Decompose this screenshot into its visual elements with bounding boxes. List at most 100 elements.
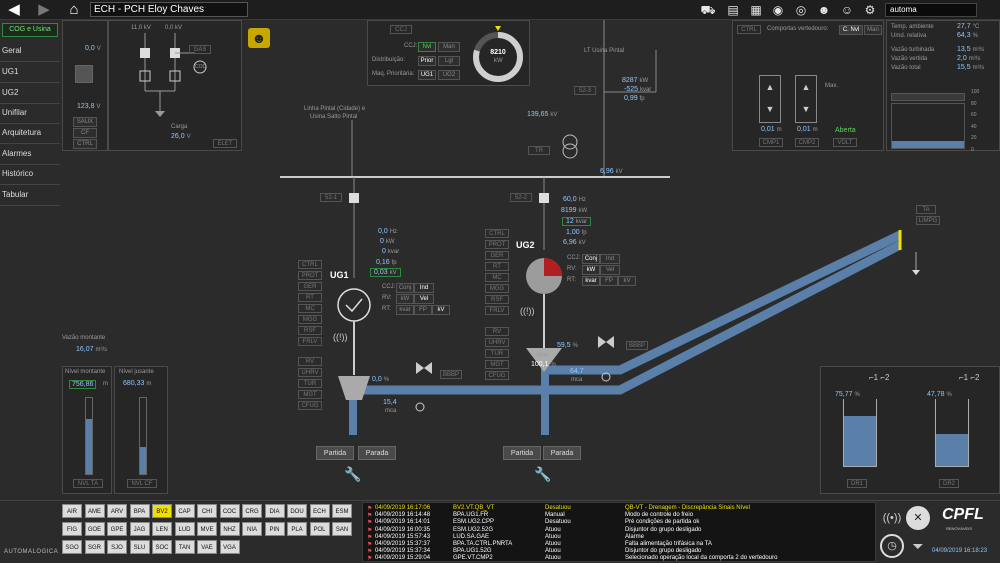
ug1-rt-fp[interactable]: FP [414, 305, 432, 315]
dr2-tag[interactable]: DR2 [939, 479, 959, 488]
forward-arrow-icon[interactable]: ▶ [38, 1, 50, 18]
site-button-ech[interactable]: ECH [309, 504, 330, 518]
ug2-wrench-icon[interactable]: 🔧 [534, 466, 552, 482]
site-button-bpa[interactable]: BPA [129, 504, 150, 518]
ta-tag[interactable]: TA [916, 205, 936, 214]
ug1-partida-button[interactable]: Partida [316, 446, 354, 460]
ug2-frlv-tag[interactable]: FRLV [485, 306, 509, 315]
ug2-rv-tag[interactable]: RV [485, 327, 509, 336]
site-button-dia[interactable]: DIA [264, 504, 285, 518]
ug2-ccj-ind[interactable]: Ind [600, 254, 620, 264]
tr-tag[interactable]: TR [528, 146, 550, 155]
cog-badge[interactable]: COG e Usina [2, 23, 58, 37]
user-field[interactable]: automa [885, 3, 977, 17]
site-button-ame[interactable]: AME [84, 504, 105, 518]
ug1-rv-tag[interactable]: RV [298, 357, 322, 366]
ug2-rt-tag[interactable]: RT [485, 262, 509, 271]
ug2-prot-tag[interactable]: PROT [485, 240, 509, 249]
site-button-esm[interactable]: ESM [332, 504, 352, 518]
sidebar-item-ug1[interactable]: UG1 [2, 67, 19, 76]
site-button-nhz[interactable]: NHZ [219, 522, 240, 536]
gate-2-control[interactable]: ▲▼ [795, 75, 817, 123]
ug2-rv-kw[interactable]: kW [582, 265, 600, 275]
site-button-vae[interactable]: VAE [197, 540, 217, 554]
ug2-rt-fp[interactable]: FP [600, 276, 618, 286]
ug2-partida-button[interactable]: Partida [503, 446, 541, 460]
ccj-nvl-button[interactable]: Nvl [418, 42, 436, 52]
ug1-uhrv-tag[interactable]: UHRV [298, 368, 322, 377]
ug1-mc-tag[interactable]: MC [298, 304, 322, 313]
ug2-mc-tag[interactable]: MC [485, 273, 509, 282]
ug1-parada-button[interactable]: Parada [358, 446, 396, 460]
ug2-cfug-tag[interactable]: CFUG [485, 371, 509, 380]
ug1-rv-vel[interactable]: Vel [414, 294, 434, 304]
dr2-pump-icon[interactable]: ⌐1 ⌐2 [959, 373, 980, 382]
sidebar-item-unifilar[interactable]: Unifilar [2, 108, 27, 117]
site-button-nia[interactable]: NIA [242, 522, 262, 536]
eye-icon[interactable]: ◎ [795, 3, 807, 17]
ug2-rt-kv[interactable]: kV [618, 276, 636, 286]
ug1-rt-kvar[interactable]: kvar [396, 305, 414, 315]
nvl-ta-tag[interactable]: NVL TA [73, 479, 103, 488]
site-button-pin[interactable]: PIN [264, 522, 285, 536]
dr1-pump-icon[interactable]: ⌐1 ⌐2 [869, 373, 890, 382]
ug1-mgg-tag[interactable]: MGG [298, 315, 322, 324]
ug1-wrench-icon[interactable]: 🔧 [344, 466, 362, 482]
home-icon[interactable]: ⌂ [69, 1, 79, 18]
site-button-pla[interactable]: PLA [287, 522, 307, 536]
site-button-tan[interactable]: TAN [174, 540, 195, 554]
site-button-slu[interactable]: SLU [129, 540, 150, 554]
breaker-52-3-tag[interactable]: 52-3 [574, 86, 596, 95]
ug1-frlv-tag[interactable]: FRLV [298, 337, 322, 346]
dist-prior-button[interactable]: Prior [418, 56, 436, 66]
spill-ctrl-tag[interactable]: CTRL [737, 25, 761, 34]
sidebar-item-arquitetura[interactable]: Arquitetura [2, 128, 42, 137]
spill-man-button[interactable]: Man [864, 25, 882, 35]
user-outline-icon[interactable]: ☺ [840, 3, 854, 17]
elet-tag[interactable]: ELET [213, 139, 237, 148]
ug2-parada-button[interactable]: Parada [543, 446, 581, 460]
ug2-alarm-icon[interactable]: ((!)) [520, 306, 535, 316]
ug2-ctrl-tag[interactable]: CTRL [485, 229, 509, 238]
ug1-tur-tag[interactable]: TUR [298, 379, 322, 388]
ug2-rsf-tag[interactable]: RSF [485, 295, 509, 304]
site-button-air[interactable]: AIR [62, 504, 82, 518]
spill-cnvl-button[interactable]: C. Nvl [839, 25, 863, 35]
vdlt-tag[interactable]: VDLT [833, 138, 857, 147]
saux-button[interactable]: SAUX [73, 117, 97, 127]
site-button-fig[interactable]: FIG [62, 522, 82, 536]
prio-ug2-button[interactable]: UG2 [438, 70, 460, 80]
clock-icon[interactable]: ◷ [880, 534, 904, 558]
ccj-tag[interactable]: CCJ [390, 25, 412, 34]
ug1-ccj-conj[interactable]: Conj [396, 283, 414, 293]
report-icon[interactable]: ▤ [727, 3, 739, 17]
ug2-uhrv-tag[interactable]: UHRV [485, 338, 509, 347]
ug2-rt-kvar[interactable]: kvar [582, 276, 600, 286]
ug1-bbbp-tag[interactable]: BBBP [440, 370, 462, 379]
plant-icon[interactable]: ⛟ [700, 3, 716, 17]
ug1-cfug-tag[interactable]: CFUG [298, 401, 322, 410]
nvl-cf-tag[interactable]: NVL CF [127, 479, 157, 488]
back-arrow-icon[interactable]: ◀ [8, 1, 20, 18]
site-button-coc[interactable]: COC [219, 504, 240, 518]
ug2-mgt-tag[interactable]: MGT [485, 360, 509, 369]
mute-icon[interactable]: ✕ [906, 506, 930, 530]
sidebar-item-alarmes[interactable]: Alarmes [2, 149, 32, 158]
gear-icon[interactable]: ⚙ [864, 3, 876, 17]
site-button-vga[interactable]: VGA [219, 540, 240, 554]
site-button-san[interactable]: SAN [332, 522, 352, 536]
site-button-bv2[interactable]: BV2 [152, 504, 172, 518]
ug2-ger-tag[interactable]: GER [485, 251, 509, 260]
site-button-crg[interactable]: CRG [242, 504, 262, 518]
ug1-ccj-ind[interactable]: Ind [414, 283, 434, 293]
breaker-52-1-tag[interactable]: 52-1 [320, 193, 342, 202]
ug2-bbbp-tag[interactable]: BBBP [626, 341, 648, 350]
site-button-mve[interactable]: MVE [197, 522, 217, 536]
site-button-gpe[interactable]: GPE [107, 522, 127, 536]
